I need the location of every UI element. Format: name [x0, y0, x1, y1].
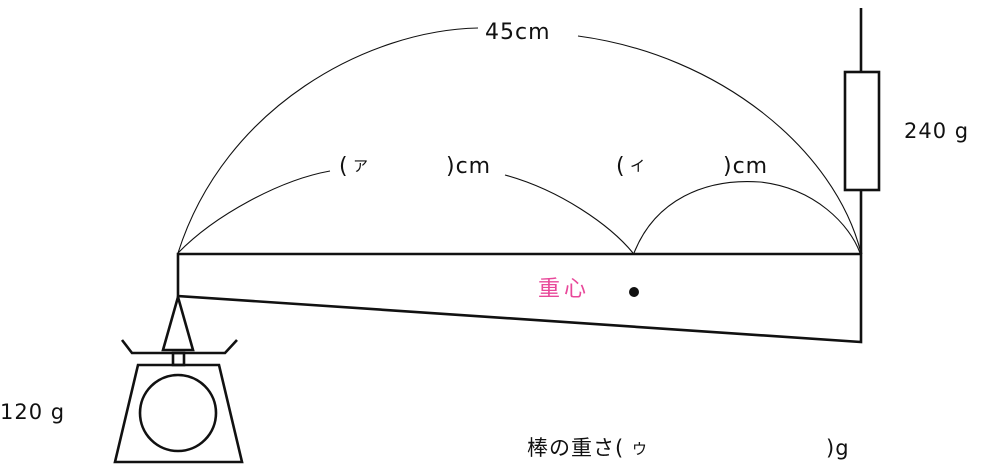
part-a-close: )cm — [446, 154, 491, 179]
part-i-kana: イ — [630, 157, 646, 175]
scale-neck — [171, 351, 186, 367]
rod-weight-kana: ウ — [632, 440, 648, 458]
rod-weight-suffix: )g — [826, 436, 850, 460]
part-i-close: )cm — [723, 154, 768, 179]
center-of-gravity-dot — [629, 287, 639, 297]
arc-a — [177, 170, 634, 254]
arc-i — [633, 180, 861, 254]
total-length-arc — [177, 27, 862, 254]
center-of-gravity-label: 重心 — [538, 277, 590, 302]
part-a-kana: ア — [353, 157, 369, 175]
rod-weight-prefix: 棒の重さ( — [527, 436, 624, 460]
hanging-weight — [843, 70, 881, 192]
total-length-label: 45cm — [485, 20, 551, 45]
rod — [176, 252, 863, 344]
hanging-weight-label: 240 g — [904, 119, 969, 143]
part-i-open: ( — [616, 154, 626, 179]
scale-dial — [138, 373, 218, 453]
scale-reading-label: 120 g — [0, 400, 65, 424]
scale-pointer — [161, 292, 195, 352]
scale-body — [113, 363, 244, 464]
part-a-open: ( — [339, 154, 349, 179]
